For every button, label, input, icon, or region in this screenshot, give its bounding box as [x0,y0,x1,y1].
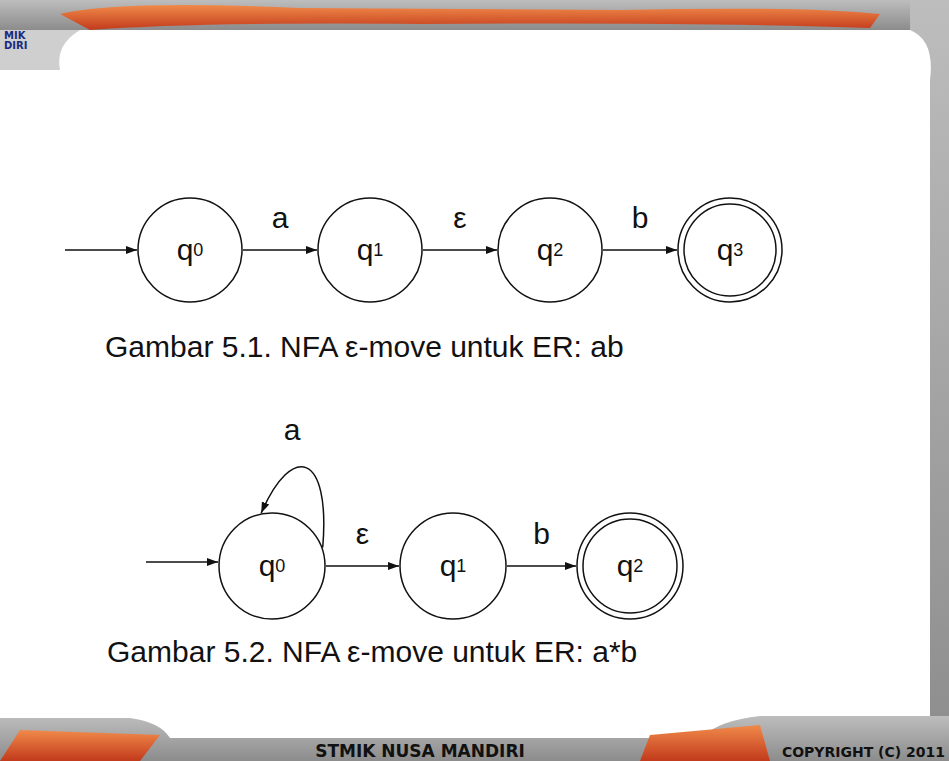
logo-text: MIK [4,30,25,41]
state-name: q2 [576,512,684,620]
bottom-ribbon-right [640,725,770,761]
state-name: q0 [137,197,243,303]
transition-label: ε [453,203,466,233]
transition-label: ε [356,519,369,549]
footer-title: STMIK NUSA MANDIRI [315,741,525,761]
bottom-band [0,716,949,761]
transition-label: a [272,203,289,233]
top-ribbon [60,5,880,30]
state-name: q3 [677,197,783,303]
start-arrow [65,249,137,251]
logo-text: DIRI [4,40,27,51]
state-circle: q0 [137,197,243,303]
state-name: q1 [317,197,423,303]
transition-label: b [632,203,649,233]
top-band [0,0,949,30]
transition-arrow [243,249,317,251]
state-name: q0 [218,512,326,620]
state-circle: q2 [576,512,684,620]
start-arrow [146,561,218,563]
transition-arrow [507,565,576,567]
state-circle: q1 [399,512,507,620]
footer-copyright: COPYRIGHT (C) 2011 [782,744,945,760]
state-circle: q3 [677,197,783,303]
transition-arrow [423,249,497,251]
state-name: q1 [399,512,507,620]
bottom-ribbon-left [0,730,160,761]
figure-caption: Gambar 5.1. NFA ε-move untuk ER: ab [105,330,624,364]
logo-corner [0,30,80,70]
transition-label: b [533,519,550,549]
transition-arrow [603,249,677,251]
state-circle: q2 [497,197,603,303]
transition-arrow [326,565,399,567]
state-circle: q0 [218,512,326,620]
transition-label: a [284,415,301,445]
state-name: q2 [497,197,603,303]
state-circle: q1 [317,197,423,303]
right-frame [910,0,949,761]
figure-caption: Gambar 5.2. NFA ε-move untuk ER: a*b [107,635,637,669]
